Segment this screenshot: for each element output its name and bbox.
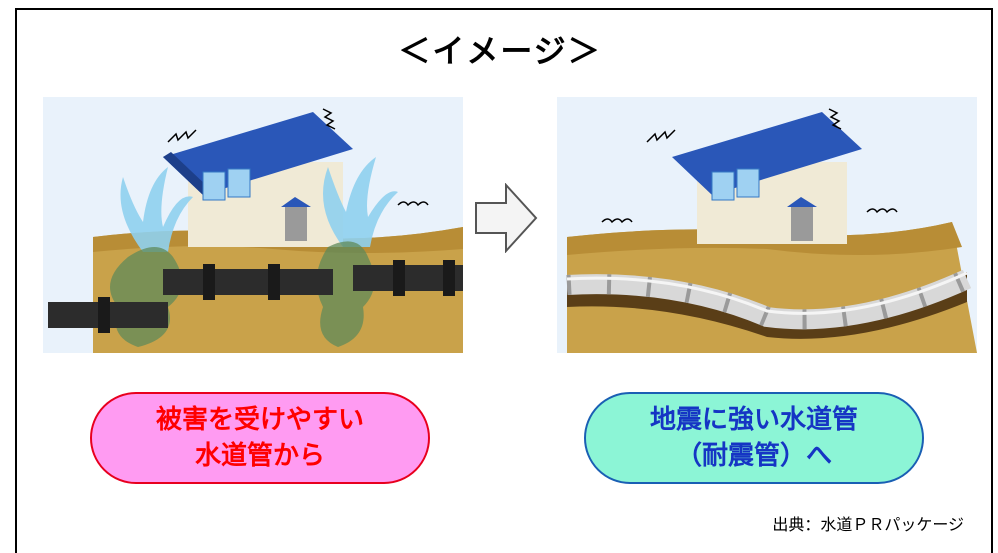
after-illustration [557,97,977,353]
after-label-line2: （耐震管）へ [675,441,832,471]
before-illustration [43,97,463,353]
page-title: ＜イメージ＞ [398,32,602,70]
before-label-line1: 被害を受けやすい [155,405,364,435]
before-label-line2: 水道管から [194,441,325,471]
before-label-badge: 被害を受けやすい 水道管から [90,392,430,484]
after-label-line1: 地震に強い水道管 [649,405,858,435]
after-label-badge: 地震に強い水道管 （耐震管）へ [584,392,924,484]
right-arrow-icon [474,182,538,257]
source-citation: 出典：水道ＰＲパッケージ [772,515,964,534]
